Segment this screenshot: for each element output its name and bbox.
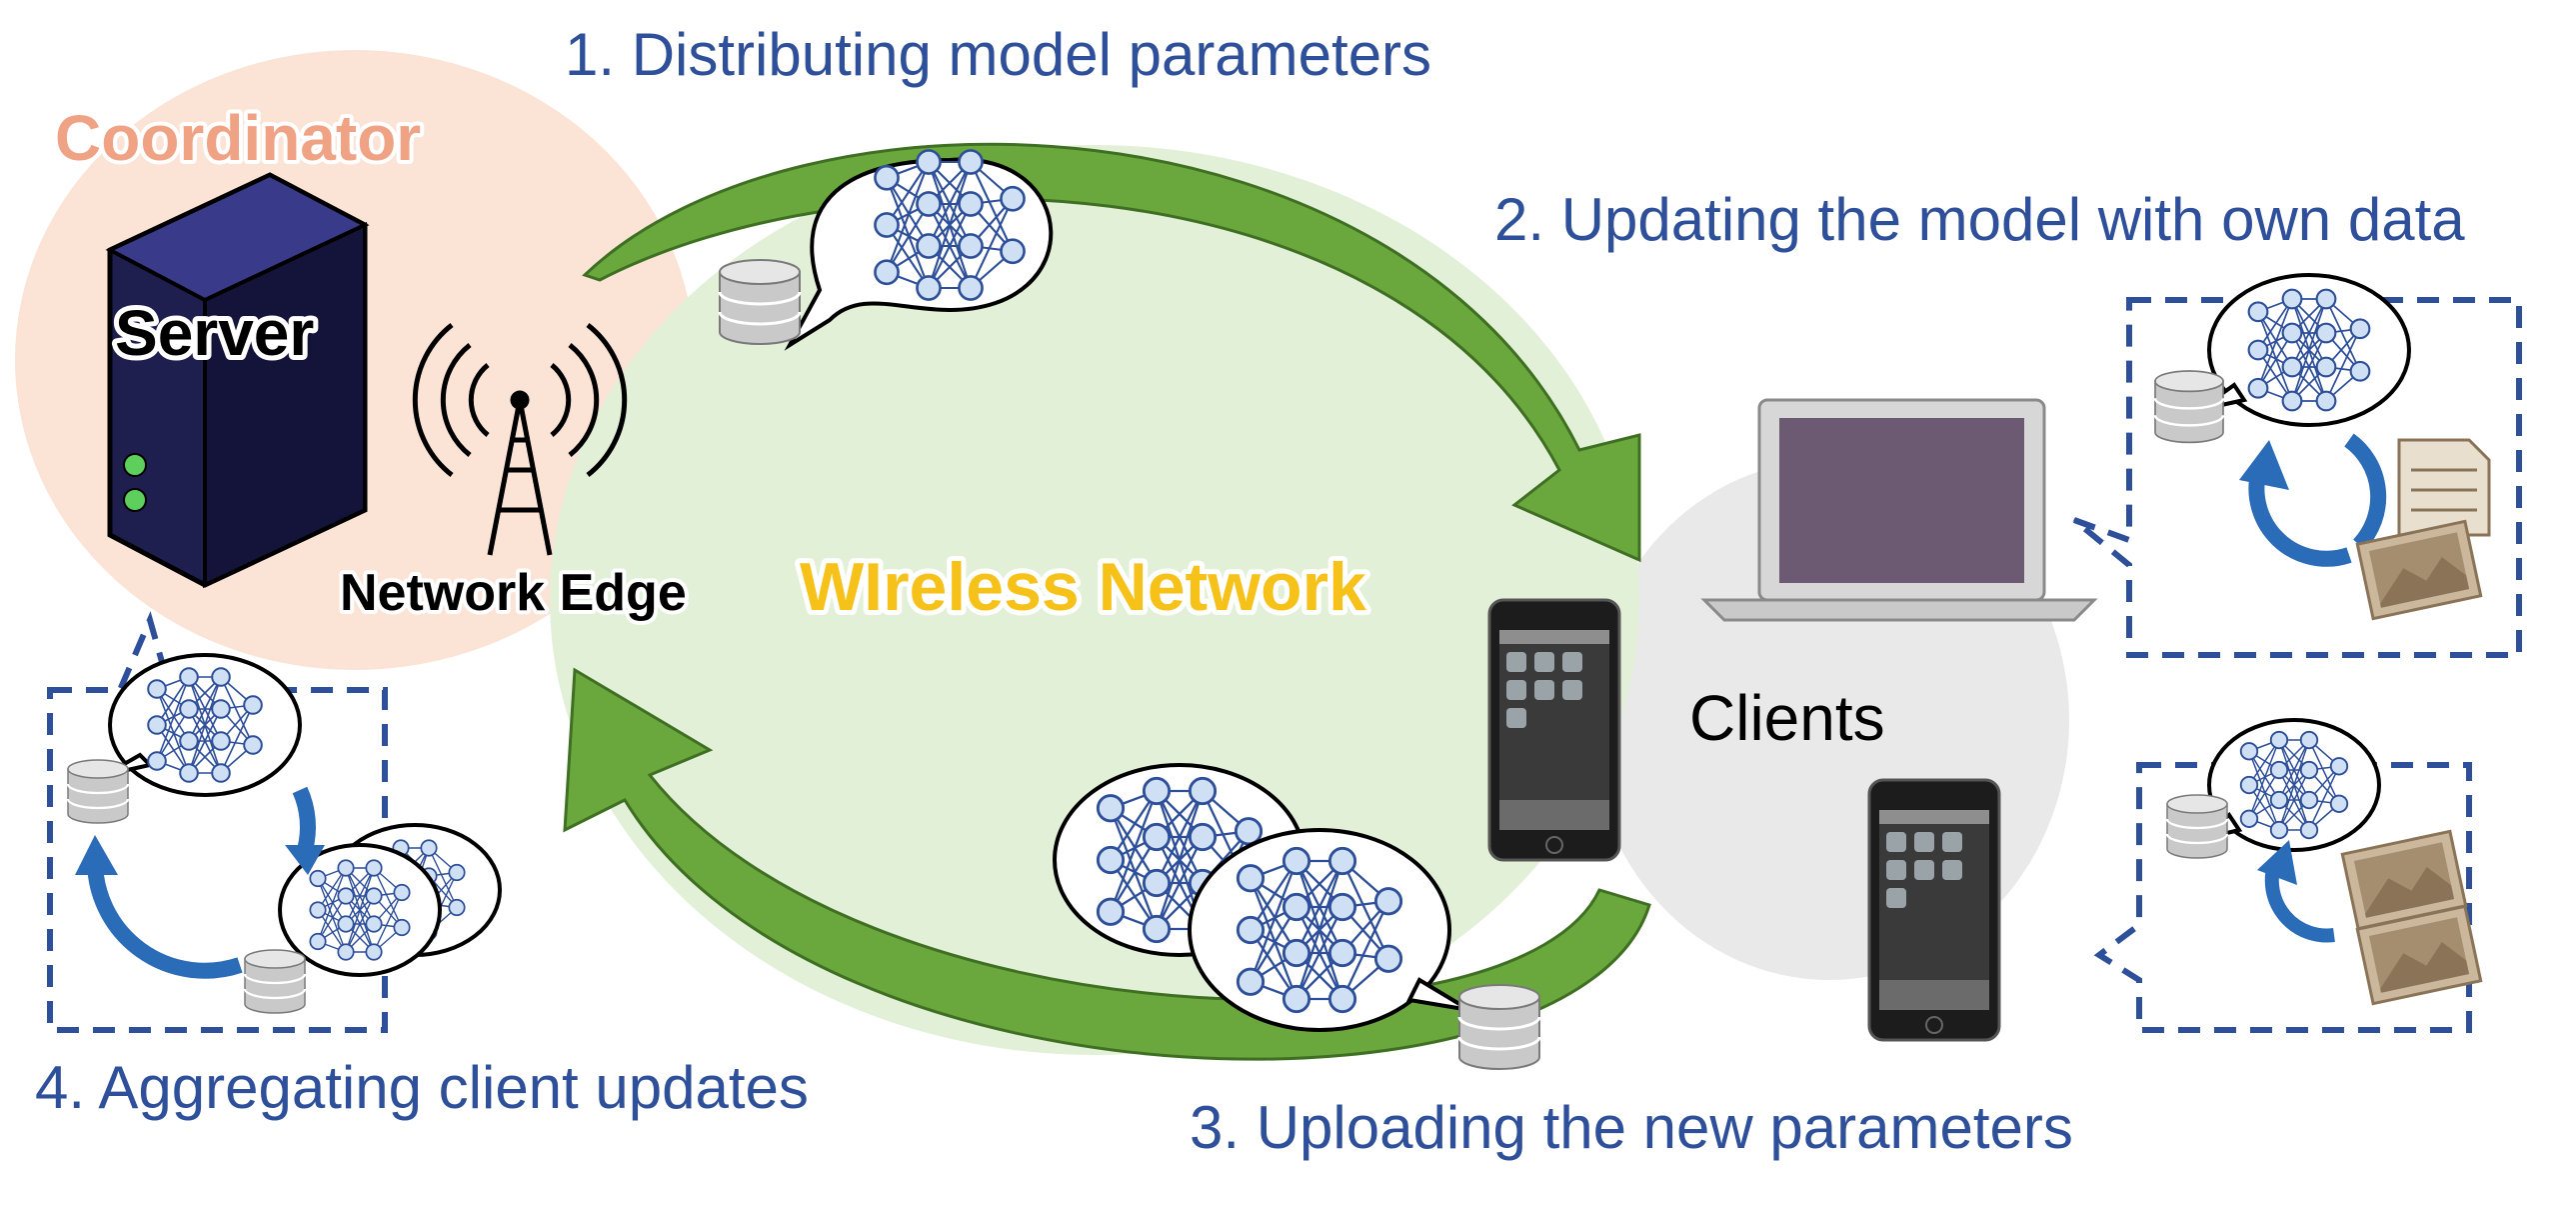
database-icon — [718, 258, 802, 346]
step-3-label: 3. Uploading the new parameters — [1190, 1094, 2073, 1161]
database-icon — [1457, 983, 1541, 1071]
database-icon — [2153, 369, 2225, 444]
network-edge-label: Network Edge — [340, 564, 687, 622]
wireless-network-label: WIreless Network — [800, 549, 1366, 625]
laptop-icon — [1700, 398, 2098, 622]
database-icon — [243, 948, 307, 1015]
wireless-network-region — [550, 145, 1639, 1055]
upload-bubbles — [1053, 763, 1471, 1032]
step-4-label: 4. Aggregating client updates — [35, 1054, 809, 1121]
distribute-bubble — [784, 149, 1054, 351]
server-label: Server — [115, 297, 314, 369]
document-icon — [2397, 438, 2491, 537]
server-icon — [105, 172, 370, 589]
client-update-box — [2072, 273, 2522, 658]
database-icon — [66, 758, 130, 825]
phone-icon — [1487, 598, 1621, 862]
step-1-label: 1. Distributing model parameters — [565, 21, 1431, 88]
step-2-label: 2. Updating the model with own data — [1494, 186, 2465, 253]
coordinator-label: Coordinator — [55, 102, 421, 174]
aggregation-box — [47, 611, 502, 1033]
antenna-icon — [412, 323, 628, 556]
clients-label: Clients — [1689, 682, 1885, 754]
client-update-box-2 — [2093, 718, 2483, 1033]
database-icon — [2165, 793, 2229, 860]
phone-icon — [1867, 778, 2001, 1042]
